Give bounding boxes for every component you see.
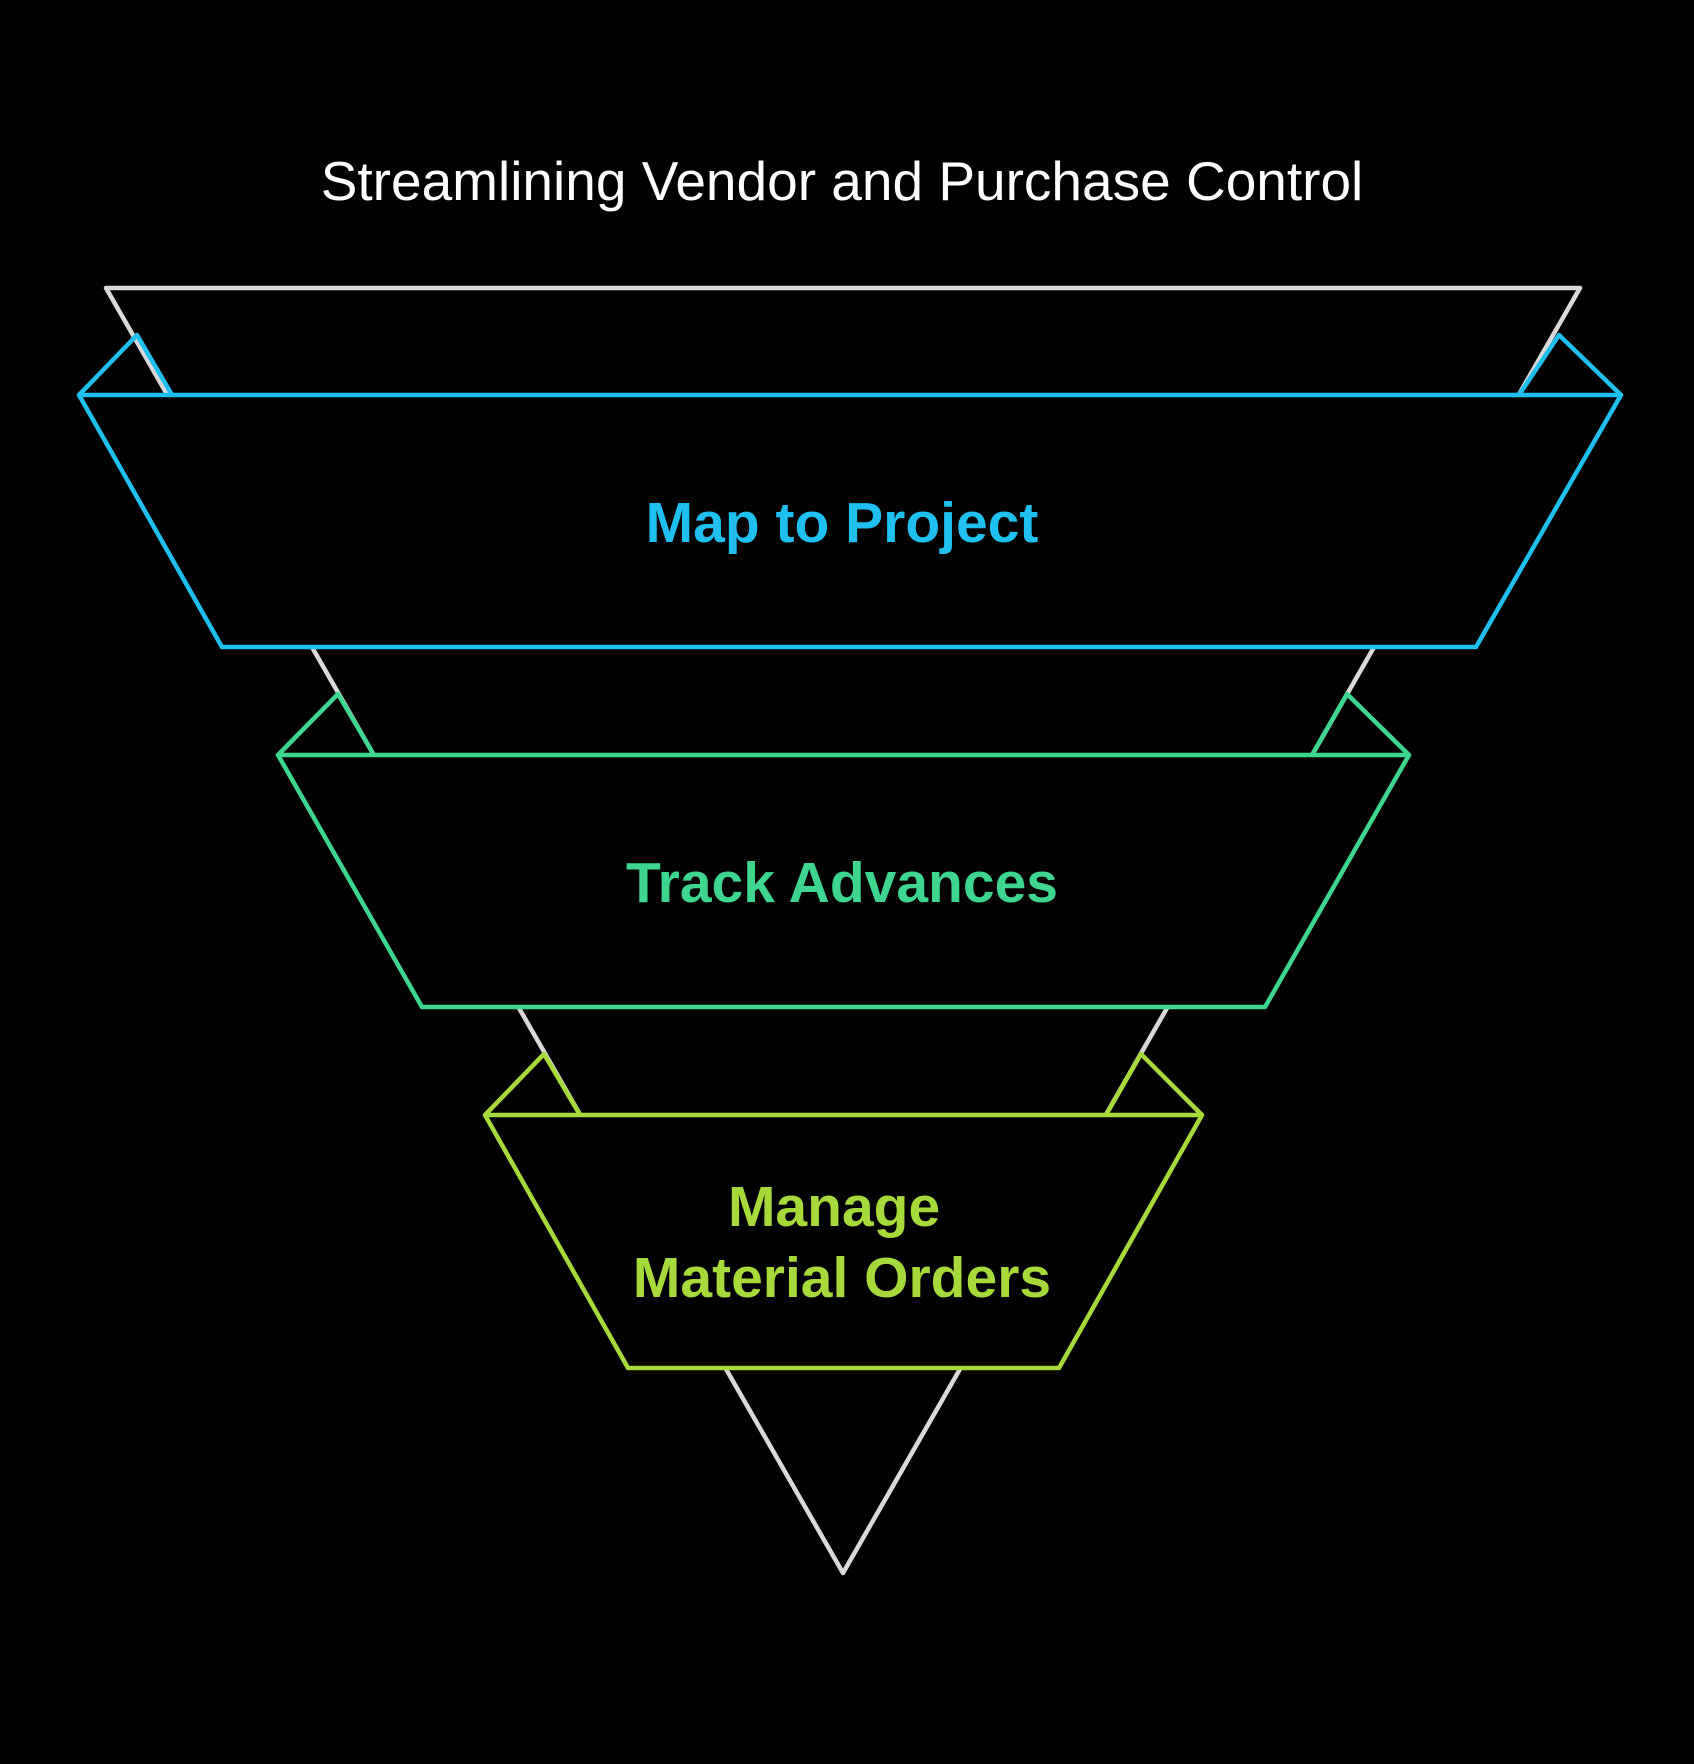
stage-3-label-line-1: Manage [728,1175,940,1239]
stage-3-band [482,1112,1205,1371]
stage-manage-material-orders: Manage Material Orders [482,1051,1205,1371]
stage-2-band [275,752,1412,1010]
stage-3-left-flap [482,1051,583,1118]
stage-1-label: Map to Project [646,491,1039,555]
stage-2-label: Track Advances [626,851,1058,915]
stage-map-to-project: Map to Project [76,332,1624,650]
stage-1-left-flap [76,332,175,398]
stage-2-right-flap [1309,691,1412,758]
diagram-title: Streamlining Vendor and Purchase Control [321,150,1364,212]
stage-1-right-flap [1516,332,1624,398]
stage-3-right-flap [1103,1051,1205,1118]
stage-3-label: Manage Material Orders [633,1175,1051,1310]
stage-1-band [76,392,1624,650]
stage-3-label-line-2: Material Orders [633,1246,1051,1310]
stage-track-advances: Track Advances [275,691,1412,1010]
stage-2-left-flap [275,691,377,758]
